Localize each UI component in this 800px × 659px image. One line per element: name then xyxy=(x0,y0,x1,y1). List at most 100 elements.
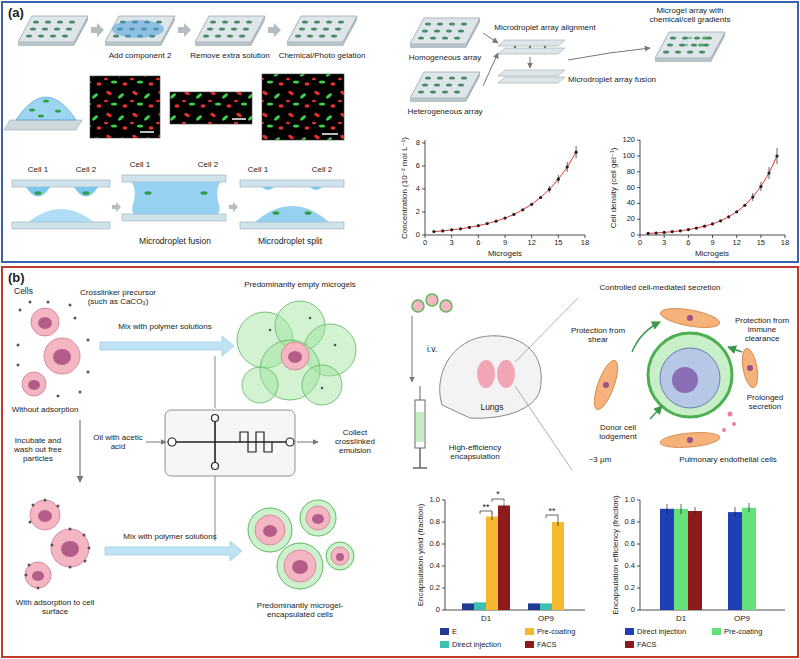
array-fusion-part xyxy=(498,70,565,76)
cell-illustration-part-part xyxy=(69,566,72,569)
annotation-label: Pulmonary endothelial cells xyxy=(678,455,778,464)
mouse-injection-part xyxy=(426,294,438,306)
yield-chart-part-part xyxy=(442,588,445,589)
annotation-label: Cells xyxy=(14,287,33,297)
cell-illustration-part-part xyxy=(17,364,20,367)
concentration-chart-part-part xyxy=(450,228,453,231)
array-fusion-part xyxy=(530,57,531,68)
cell-illustration-part-part xyxy=(37,587,40,590)
microfluidic-chip-part xyxy=(215,356,216,408)
array-fusion-part xyxy=(655,32,725,62)
annotation-label: 6 xyxy=(686,239,690,248)
annotation-label: Protection from shear xyxy=(571,326,626,344)
array-fusion-part xyxy=(669,37,708,47)
annotation-label: 0 xyxy=(436,606,440,615)
annotation-label: * xyxy=(496,489,500,499)
annotation-label: Predominantly empty microgels xyxy=(240,280,360,289)
cell-density-chart-part-part xyxy=(703,225,706,228)
concentration-chart-part xyxy=(425,140,585,235)
efficiency-chart-part xyxy=(742,508,756,610)
annotation-label: Heterogeneous array xyxy=(407,107,482,116)
lodged-microgel-part-part xyxy=(722,428,726,432)
annotation-label: ** xyxy=(482,502,489,512)
annotation-label: Microgels xyxy=(488,249,522,258)
yield-chart-part-part xyxy=(442,566,445,567)
yield-chart-part xyxy=(498,506,510,611)
yield-chart-part xyxy=(540,603,552,610)
cell-illustration-part-part xyxy=(29,301,32,304)
legend-swatch xyxy=(440,628,449,635)
cell-density-chart-part-part xyxy=(637,187,640,188)
microfluidic-chip-part xyxy=(168,438,176,446)
concentration-chart xyxy=(422,140,585,238)
concentration-chart-part-part xyxy=(505,235,506,238)
yield-chart-part-part xyxy=(558,518,559,526)
efficiency-chart-part-part xyxy=(637,500,640,501)
cell-illustration-part xyxy=(61,541,79,557)
cell-density-chart-part-part xyxy=(637,171,640,172)
annotation-label: 0.6 xyxy=(625,540,635,549)
array-fusion-part-part xyxy=(669,44,673,46)
annotation-label: 0.8 xyxy=(625,518,635,527)
cell-illustration-part-part xyxy=(57,505,60,508)
array-fusion-part-part xyxy=(514,46,516,48)
fusion-illustration-part xyxy=(28,209,94,222)
concentration-chart-part-part xyxy=(422,212,425,213)
efficiency-chart-part-part xyxy=(637,610,640,611)
annotation-label: 80 xyxy=(627,167,635,176)
microgel-cluster-part xyxy=(331,547,349,565)
mouse-injection-part xyxy=(412,316,413,382)
annotation-label: 1.0 xyxy=(625,496,635,505)
concentration-chart-part-part xyxy=(503,217,506,220)
cell-density-chart-part-part xyxy=(736,235,737,238)
fusion-illustration-part xyxy=(12,180,110,187)
cell-illustration-part-part xyxy=(44,499,47,502)
microfluidic-chip-part xyxy=(215,476,216,541)
microfluidic-chip-part xyxy=(100,336,234,356)
cell-density-chart-part-part xyxy=(719,219,722,222)
array-fusion-part xyxy=(410,18,480,48)
mouse-injection-part xyxy=(416,412,424,442)
mouse-injection-part xyxy=(515,386,572,470)
cell-illustration-part-part xyxy=(51,544,54,547)
yield-chart-part-part xyxy=(492,513,493,520)
legend-swatch xyxy=(525,628,534,635)
annotation-label: 0.4 xyxy=(625,562,635,571)
array-fusion-part xyxy=(410,72,480,102)
annotation-label: i.v. xyxy=(427,345,437,355)
yield-chart-part-part xyxy=(504,503,505,508)
yield-chart-part-part xyxy=(492,499,504,502)
microgel-cluster-part-part xyxy=(242,367,278,403)
confocal-images-part xyxy=(55,109,61,112)
efficiency-chart-part-part xyxy=(681,504,682,514)
cell-illustration-part xyxy=(28,380,40,390)
fusion-illustration-part xyxy=(255,206,329,222)
confocal-images-part xyxy=(29,108,35,111)
mouse-injection-part xyxy=(413,467,427,469)
microgel-cluster-part xyxy=(269,317,337,390)
efficiency-chart-part-part xyxy=(637,566,640,567)
lodged-microgel-part-part xyxy=(687,437,693,443)
fusion-illustration-part xyxy=(201,191,208,195)
cell-illustration-part-part xyxy=(74,317,77,320)
concentration-chart-part xyxy=(549,146,576,193)
microgel-cluster-part xyxy=(281,342,309,370)
concentration-chart-part-part xyxy=(557,178,560,181)
annotation-label: High-efficiency encapsulation xyxy=(433,443,518,461)
microgel-cluster-part-part xyxy=(309,317,312,320)
fusion-illustration xyxy=(12,175,344,229)
concentration-chart-part-part xyxy=(477,224,480,227)
fusion-illustration-part xyxy=(35,191,42,195)
lodged-microgel-part-part xyxy=(687,315,693,321)
efficiency-chart-part xyxy=(640,500,785,610)
axis-title: Concentration (10⁻² mol L⁻¹) xyxy=(400,137,409,239)
annotation-label: 6 xyxy=(476,239,480,248)
microgel-cluster-part xyxy=(248,508,292,552)
microgel-cluster-part-part xyxy=(334,344,337,347)
axis-title: Encapsulation yield (fraction) xyxy=(416,504,425,607)
concentration-chart-part-part xyxy=(486,222,489,225)
microgel-cluster-part xyxy=(326,542,354,570)
cell-illustration-part-part xyxy=(32,504,35,507)
annotation-label: 100 xyxy=(622,152,635,161)
